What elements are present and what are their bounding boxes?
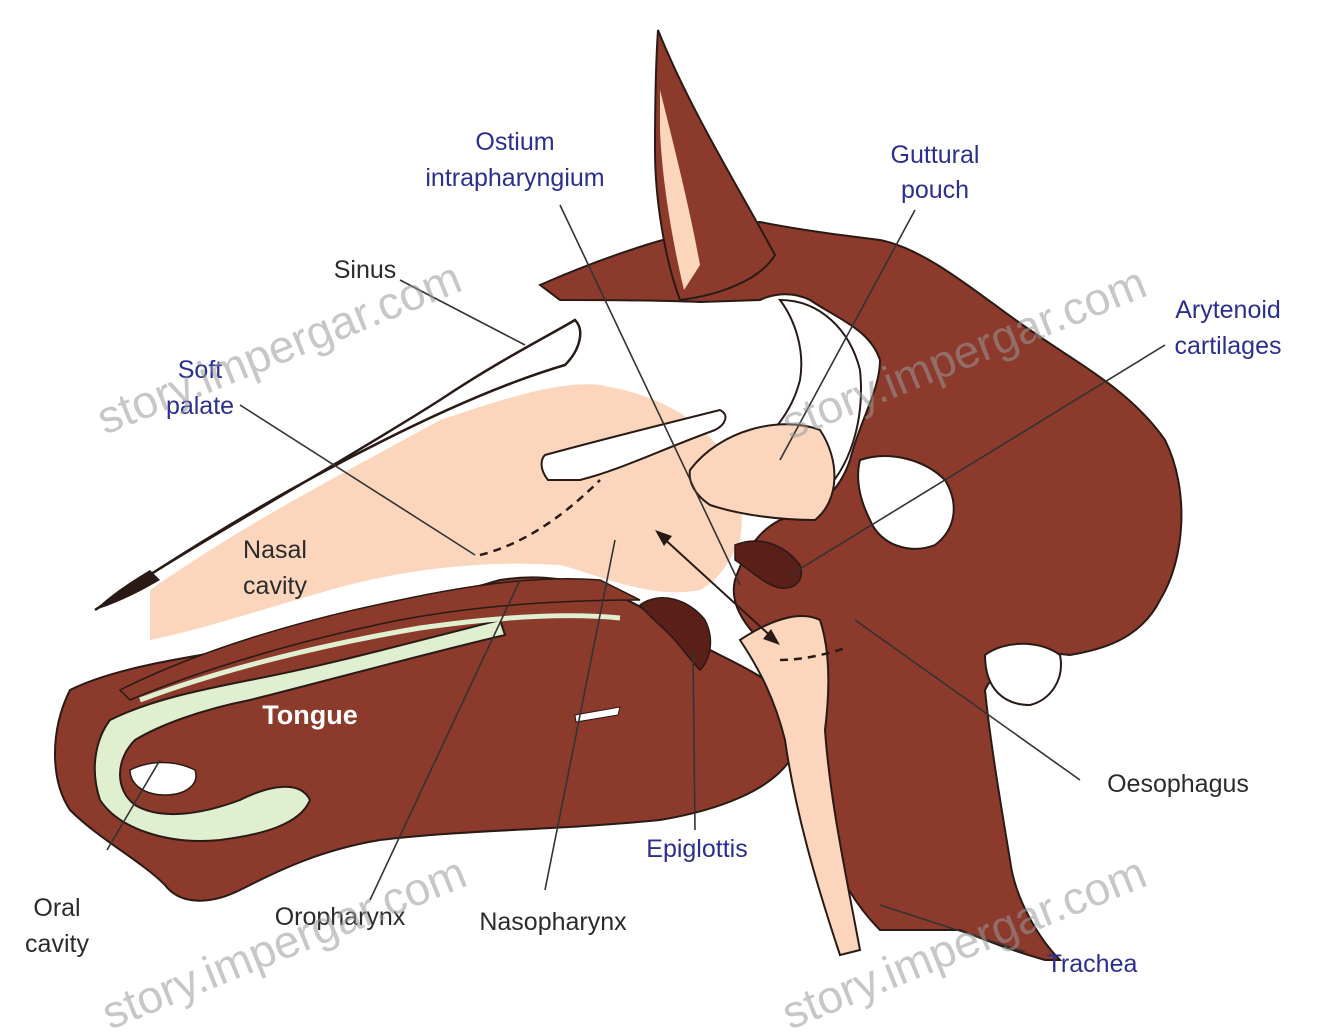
label-trachea: Trachea bbox=[1047, 950, 1138, 978]
label-ostium-1: Ostium bbox=[475, 128, 554, 156]
label-guttural-2: pouch bbox=[901, 176, 969, 204]
label-oral-2: cavity bbox=[25, 930, 89, 958]
label-epiglottis: Epiglottis bbox=[646, 835, 747, 863]
watermark-1: story.impergar.com bbox=[89, 251, 468, 444]
label-arytenoid-1: Arytenoid bbox=[1175, 296, 1281, 324]
label-nasopharynx: Nasopharynx bbox=[479, 908, 627, 936]
label-guttural-1: Guttural bbox=[891, 141, 980, 169]
label-arytenoid-2: cartilages bbox=[1175, 332, 1282, 360]
label-ostium-2: intrapharyngium bbox=[425, 164, 604, 192]
posterior-tissue bbox=[540, 222, 1181, 960]
label-nasal-2: cavity bbox=[243, 572, 307, 600]
label-oesophagus: Oesophagus bbox=[1107, 770, 1249, 798]
label-oral-1: Oral bbox=[33, 894, 80, 922]
label-nasal-1: Nasal bbox=[243, 536, 307, 564]
watermark-3: story.impergar.com bbox=[94, 846, 473, 1036]
oesophagus-white bbox=[985, 644, 1061, 705]
label-tongue: Tongue bbox=[262, 700, 357, 730]
